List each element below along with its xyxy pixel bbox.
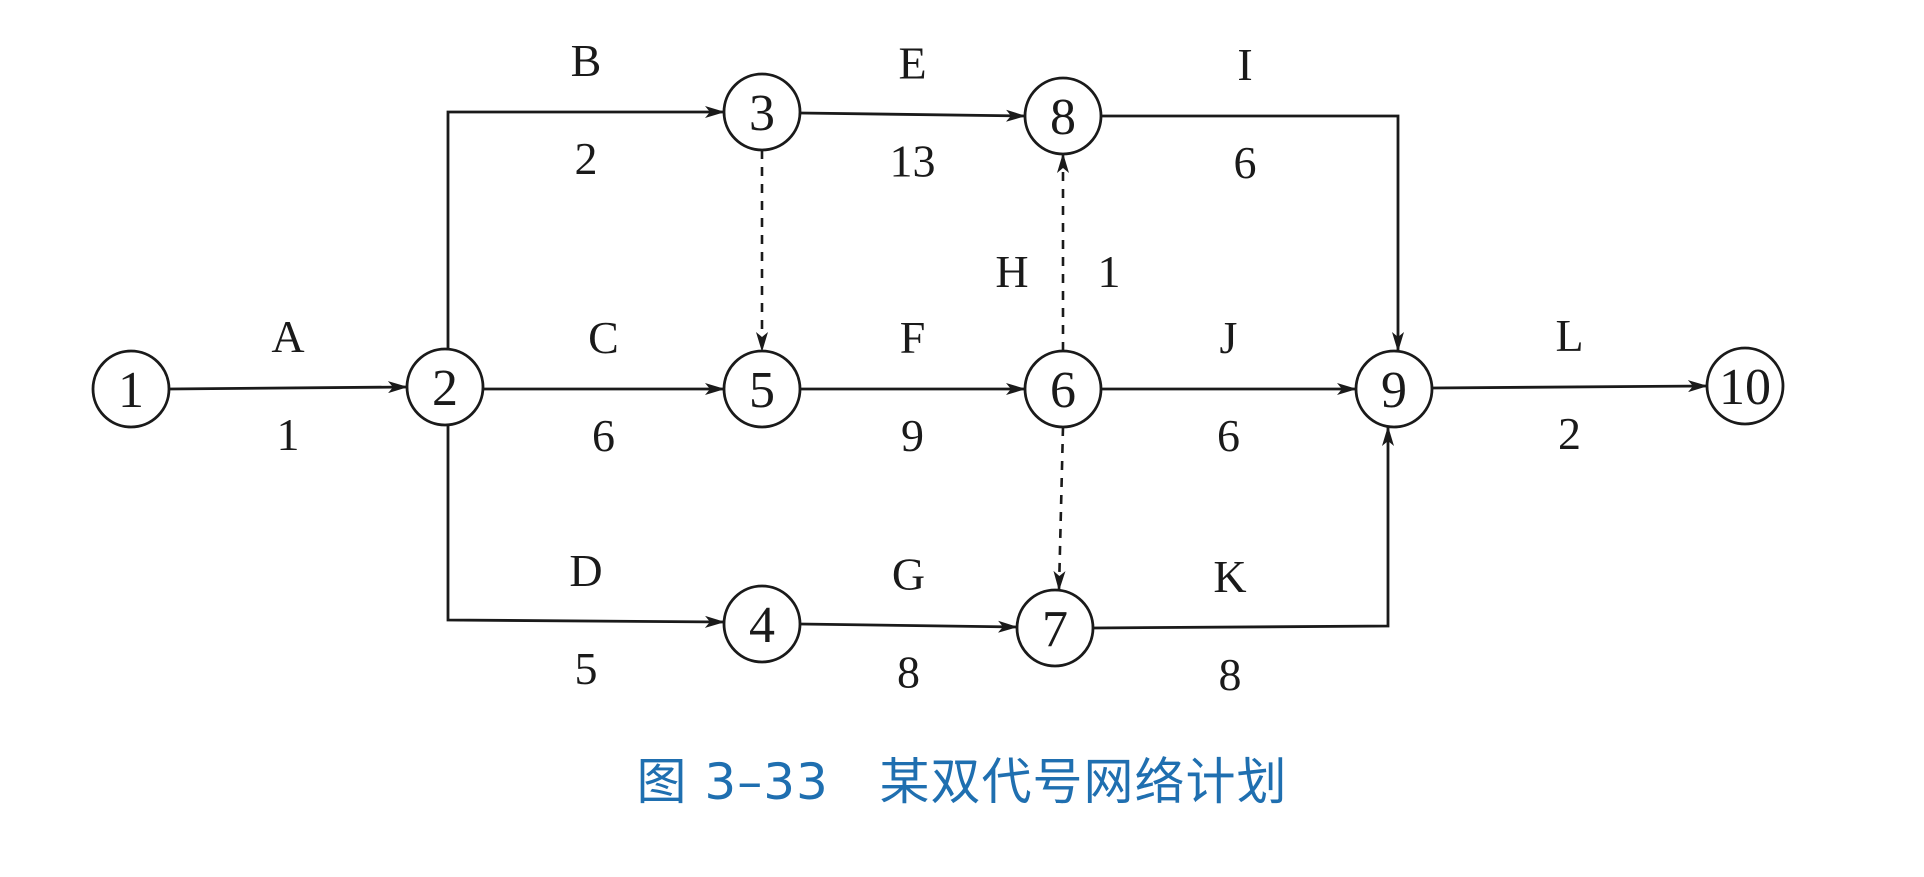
node-circle-2 <box>405 347 485 427</box>
activity-duration-K: 8 <box>1219 649 1242 700</box>
activity-label-K: K <box>1213 551 1246 602</box>
node-circle-10 <box>1705 346 1785 426</box>
activity-label-A: A <box>271 311 304 362</box>
node-label-4: 4 <box>749 597 775 654</box>
activity-duration-C: 6 <box>592 410 615 461</box>
activity-duration-I: 6 <box>1234 137 1257 188</box>
activity-duration-D: 5 <box>575 643 598 694</box>
node-label-10: 10 <box>1719 359 1771 416</box>
activity-duration-H: 1 <box>1098 246 1121 297</box>
dummy-arrow-6-7 <box>1053 426 1066 591</box>
node-label-8: 8 <box>1050 89 1076 146</box>
node-circle-5 <box>722 349 802 429</box>
node-label-2: 2 <box>432 360 458 417</box>
activity-label-E: E <box>898 38 926 89</box>
node-label-3: 3 <box>749 85 775 142</box>
node-circle-9 <box>1354 349 1434 429</box>
activity-arrow-E <box>799 109 1026 122</box>
activity-duration-B: 2 <box>575 133 598 184</box>
node-label-9: 9 <box>1381 362 1407 419</box>
node-circle-3 <box>722 72 802 152</box>
node-label-1: 1 <box>118 362 144 419</box>
activity-label-D: D <box>569 545 602 596</box>
figure-caption: 图 3–33 某双代号网络计划 <box>636 753 1288 811</box>
activity-duration-L: 2 <box>1558 408 1581 459</box>
activity-label-H: H <box>995 246 1028 297</box>
node-label-7: 7 <box>1042 601 1068 658</box>
node-circle-6 <box>1023 349 1103 429</box>
activity-arrow-K <box>1092 426 1394 630</box>
activity-duration-E: 13 <box>890 136 936 187</box>
activity-duration-G: 8 <box>897 647 920 698</box>
node-label-6: 6 <box>1050 362 1076 419</box>
activity-label-C: C <box>588 312 619 363</box>
activity-label-L: L <box>1555 310 1583 361</box>
activity-arrow-L <box>1431 380 1708 393</box>
activity-duration-J: 6 <box>1217 410 1240 461</box>
activity-label-J: J <box>1220 312 1238 363</box>
node-circle-4 <box>722 584 802 664</box>
activity-label-I: I <box>1237 39 1252 90</box>
activity-label-F: F <box>900 312 926 363</box>
activity-arrow-D <box>446 425 725 628</box>
activity-arrow-A <box>168 381 408 394</box>
activity-label-G: G <box>892 549 925 600</box>
activity-duration-F: 9 <box>901 410 924 461</box>
node-circle-8 <box>1023 76 1103 156</box>
activity-duration-A: 1 <box>277 409 300 460</box>
node-circle-1 <box>91 349 171 429</box>
activity-label-B: B <box>571 35 602 86</box>
activity-arrow-I <box>1101 114 1404 352</box>
activity-arrow-G <box>799 620 1018 633</box>
activity-arrow-B <box>446 106 725 349</box>
node-circle-7 <box>1015 588 1095 668</box>
node-label-5: 5 <box>749 362 775 419</box>
